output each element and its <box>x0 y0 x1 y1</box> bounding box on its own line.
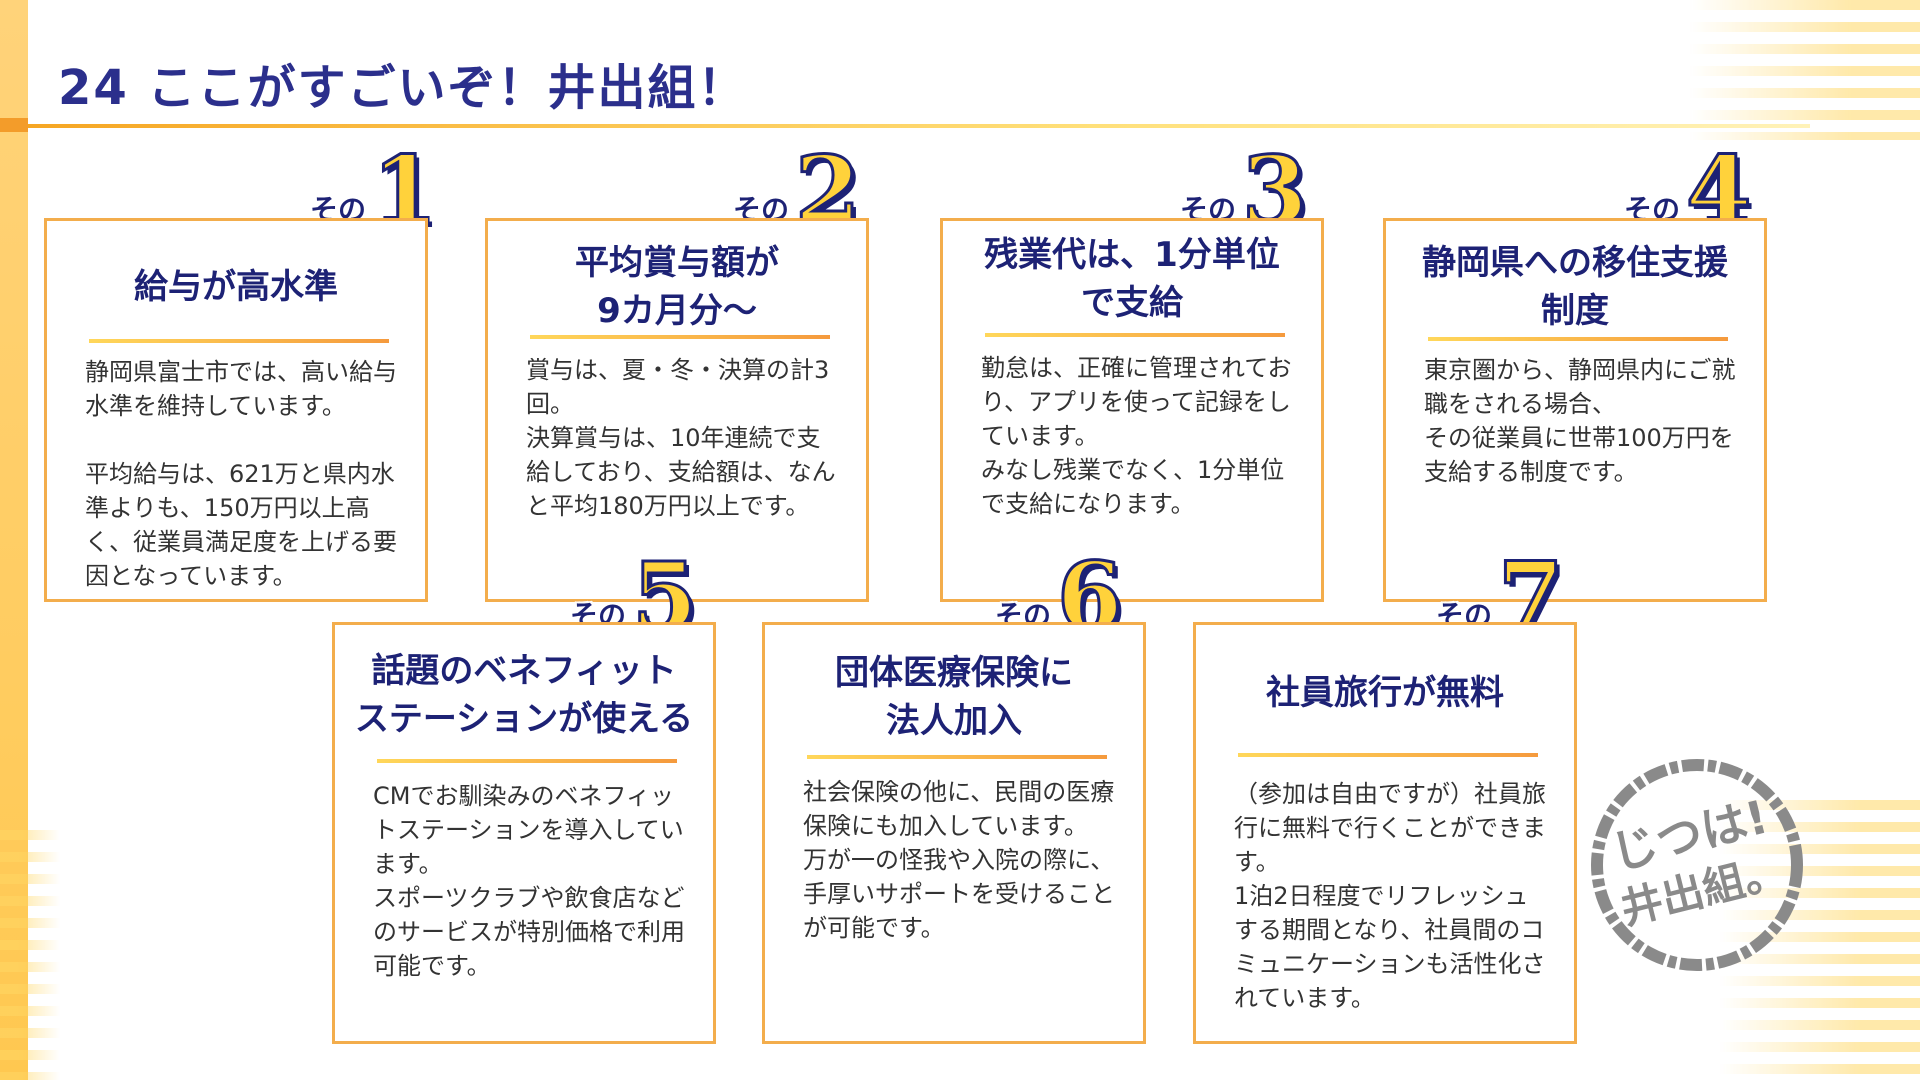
bottom-left-stripes <box>0 830 60 1080</box>
card-divider <box>530 335 830 339</box>
card-divider <box>1238 753 1538 757</box>
card-divider <box>1428 337 1728 341</box>
card-heading: 静岡県への移住支援 制度 <box>1422 243 1728 331</box>
top-right-stripes <box>1690 0 1920 140</box>
feature-card-1: 給与が高水準 静岡県富士市では、高い給与水準を維持しています。 平均給与は、62… <box>44 218 428 602</box>
feature-card-5: 話題のベネフィット ステーションが使える CMでお馴染みのベネフィットステーショ… <box>332 622 716 1044</box>
card-divider <box>985 333 1285 337</box>
card-heading: 社員旅行が無料 <box>1266 673 1504 713</box>
jitsuwa-stamp-logo: じつは! 井出組。 <box>1591 759 1803 971</box>
card-body: 社会保険の他に、民間の医療保険にも加入しています。 万が一の怪我や入院の際に、手… <box>803 778 1115 942</box>
card-divider <box>89 339 389 343</box>
card-body: 賞与は、夏・冬・決算の計3回。 決算賞与は、10年連続で支給しており、支給額は、… <box>526 356 836 520</box>
card-body: （参加は自由ですが）社員旅行に無料で行くことができます。 1泊2日程度でリフレッ… <box>1234 780 1546 1012</box>
card-heading: 残業代は、1分単位 で支給 <box>984 235 1280 323</box>
page-title: 24 ここがすごいぞ！井出組！ <box>58 60 748 116</box>
card-body: 静岡県富士市では、高い給与水準を維持しています。 平均給与は、621万と県内水準… <box>85 358 397 590</box>
feature-card-7: 社員旅行が無料 （参加は自由ですが）社員旅行に無料で行くことができます。 1泊2… <box>1193 622 1577 1044</box>
title-underline <box>28 124 1810 128</box>
feature-card-4: 静岡県への移住支援 制度 東京圏から、静岡県内にご就職をされる場合、 その従業員… <box>1383 218 1767 602</box>
card-body: CMでお馴染みのベネフィットステーションを導入しています。 スポーツクラブや飲食… <box>373 782 685 980</box>
card-divider <box>377 759 677 763</box>
card-heading: 給与が高水準 <box>134 267 338 307</box>
feature-card-3: 残業代は、1分単位 で支給 勤怠は、正確に管理されており、アプリを使って記録をし… <box>940 218 1324 602</box>
card-body: 勤怠は、正確に管理されており、アプリを使って記録をしています。 みなし残業でなく… <box>981 354 1292 518</box>
card-heading: 話題のベネフィット ステーションが使える <box>354 651 694 739</box>
card-body: 東京圏から、静岡県内にご就職をされる場合、 その従業員に世帯100万円を支給する… <box>1424 356 1736 486</box>
card-heading: 平均賞与額が 9カ月分〜 <box>575 243 779 331</box>
bottom-right-stripes <box>1720 800 1920 1080</box>
feature-card-2: 平均賞与額が 9カ月分〜 賞与は、夏・冬・決算の計3回。 決算賞与は、10年連続… <box>485 218 869 602</box>
card-divider <box>807 755 1107 759</box>
feature-card-6: 団体医療保険に 法人加入 社会保険の他に、民間の医療保険にも加入しています。 万… <box>762 622 1146 1044</box>
card-heading: 団体医療保険に 法人加入 <box>835 653 1073 741</box>
left-accent-mark <box>0 118 28 132</box>
